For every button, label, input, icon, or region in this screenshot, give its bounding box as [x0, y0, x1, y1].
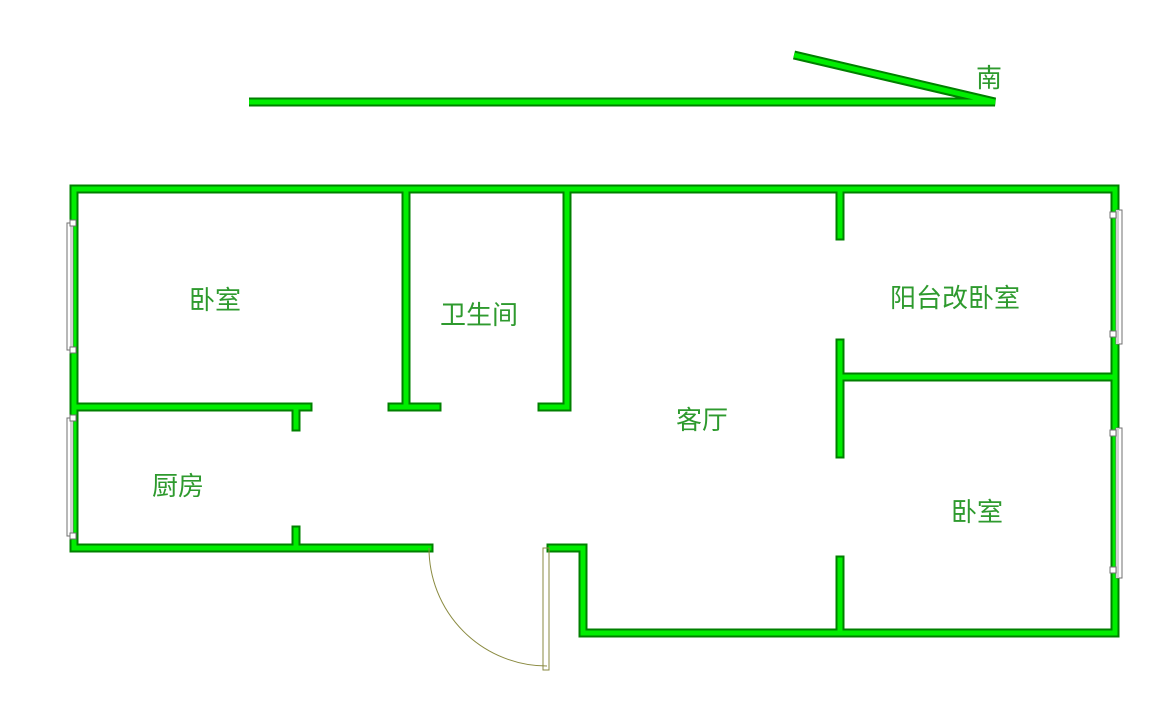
room-label-balcony-bedroom: 阳台改卧室	[890, 284, 1021, 314]
room-label-kitchen: 厨房	[152, 472, 205, 502]
compass-arrow	[249, 50, 997, 107]
compass-label: 南	[976, 64, 1003, 94]
room-label-bedroom-nw: 卧室	[189, 286, 242, 316]
room-label-living-room: 客厅	[676, 406, 729, 436]
entrance-door	[428, 547, 550, 671]
room-label-bedroom-se: 卧室	[951, 498, 1004, 528]
windows	[66, 209, 1123, 579]
walls	[69, 184, 1120, 638]
compass-arrow-fill	[249, 52, 996, 105]
room-label-bathroom: 卫生间	[440, 301, 519, 331]
